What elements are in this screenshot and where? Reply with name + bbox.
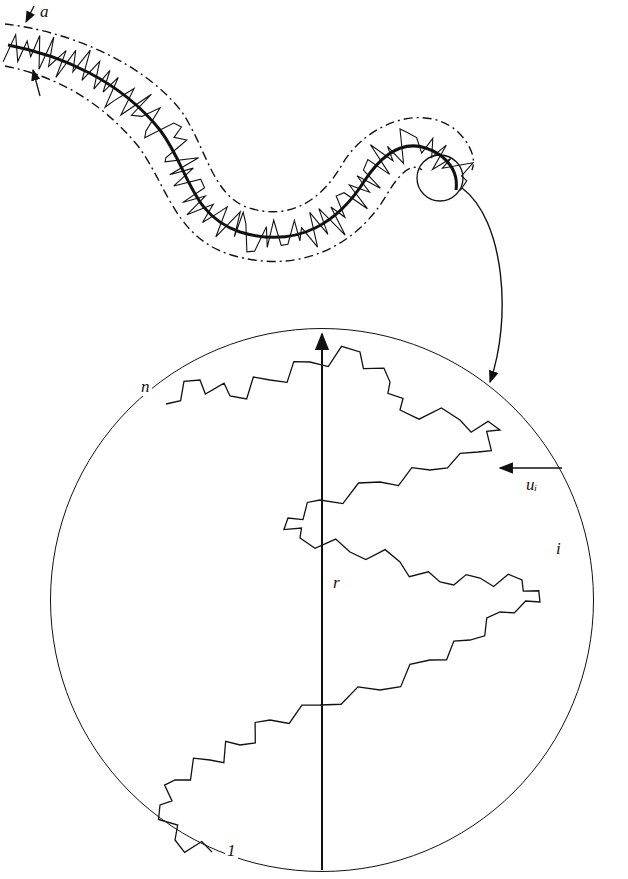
vector-label: r [331,573,342,592]
bond-vector [500,467,562,469]
end-label: n [139,377,152,396]
dimension-label: a [38,2,51,21]
tube-wall [5,66,422,261]
polymer-chain [3,35,473,252]
end-label: 1 [225,841,238,860]
dimension-arrow [26,6,34,22]
dimension-arrow [33,70,40,96]
zoom-spot [417,155,463,201]
end-to-end-vector [321,334,323,870]
tube-axis [8,45,456,237]
zoom-arrow [462,188,502,382]
segment-label: i [554,539,563,558]
vector-label: uᵢ [524,475,539,494]
chain-segment-line [159,346,540,852]
chain-segment [159,346,540,852]
magnified-view: n r uᵢ i 1 [50,328,594,872]
polymer-chain-line [3,35,473,252]
